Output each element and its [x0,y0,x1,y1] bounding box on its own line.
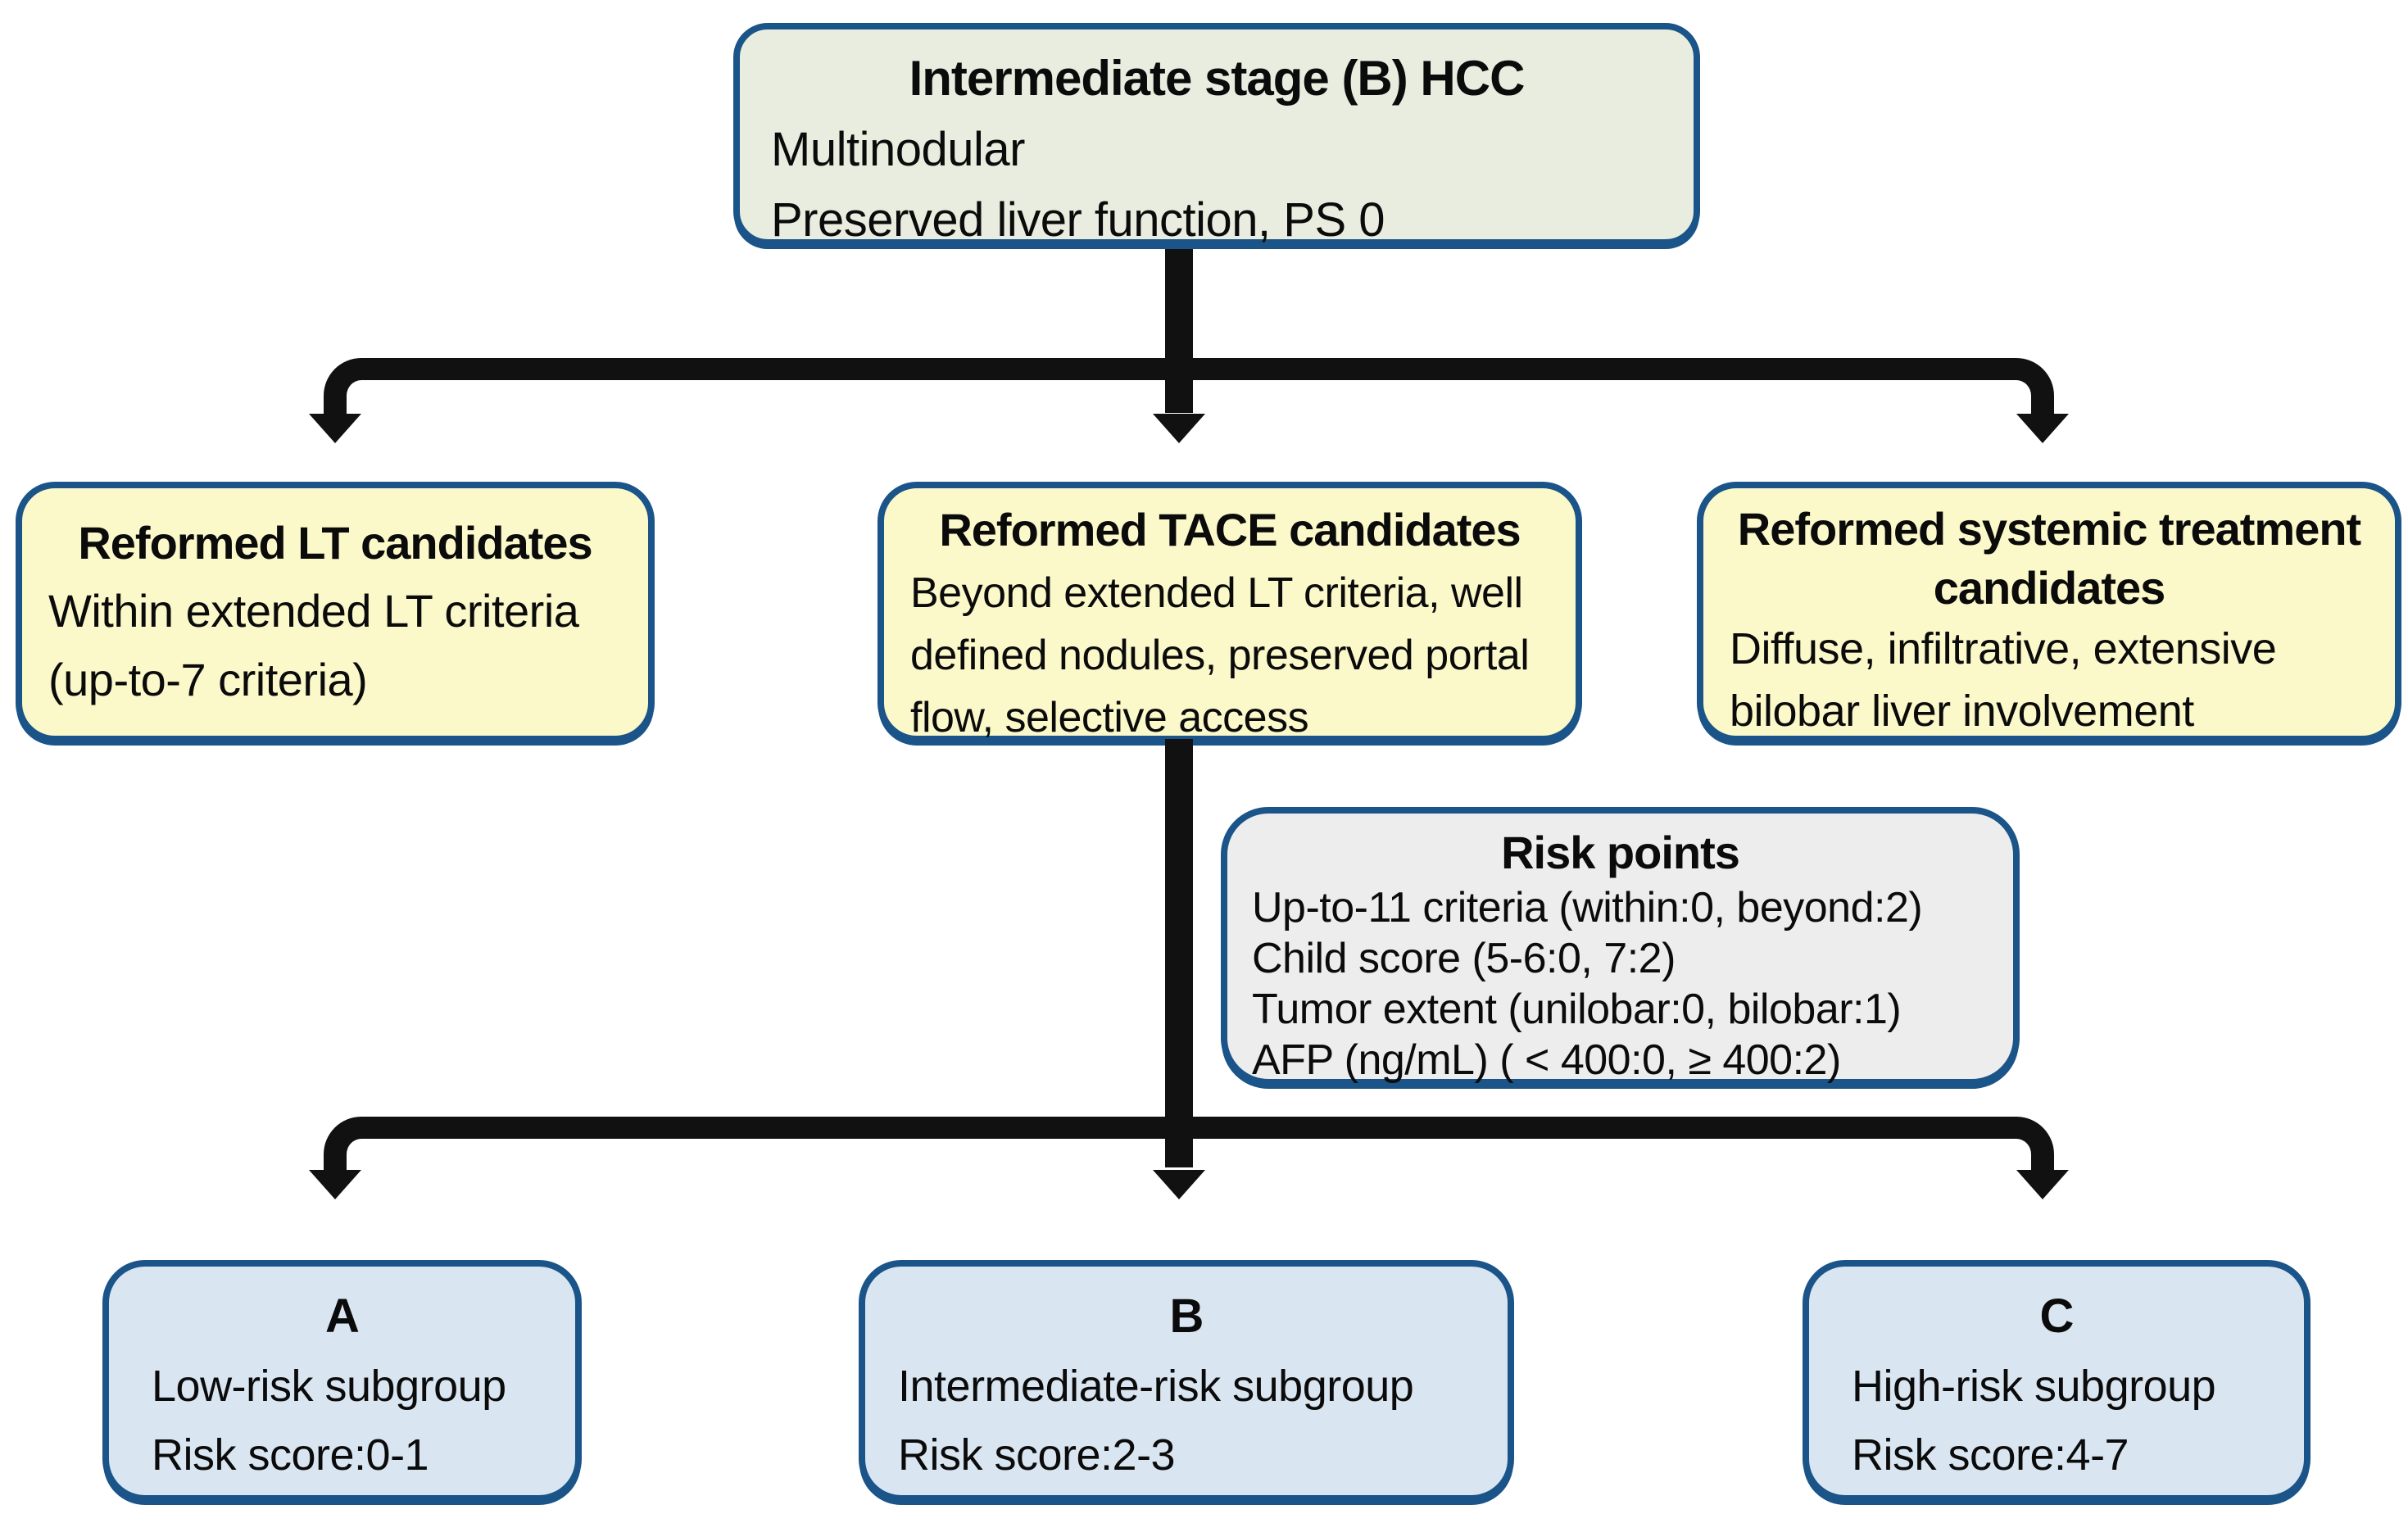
subgroup-b-score: Risk score:2-3 [898,1430,1176,1480]
arrow-down-to-tace-icon [1153,414,1205,443]
systemic-title-line-1: Reformed systemic treatment [1737,503,2361,555]
risk-points-title: Risk points [1501,827,1740,878]
arrow-down-to-systemic-icon [2016,414,2069,443]
subgroup-b-label: B [1169,1290,1204,1343]
subgroup-c-label: C [2039,1290,2075,1343]
arrow-down-to-subgroup-a-icon [309,1170,361,1199]
node-reformed-tace-candidates: Reformed TACE candidates Beyond extended… [877,482,1582,742]
arrow-down-to-subgroup-b-icon [1153,1170,1205,1199]
systemic-line-1: Diffuse, infiltrative, extensive [1730,624,2277,673]
node-reformed-systemic-candidates: Reformed systemic treatment candidates D… [1697,482,2401,742]
tace-line-1: Beyond extended LT criteria, well [910,569,1523,617]
node-subgroup-b-intermediate-risk: B Intermediate-risk subgroup Risk score:… [859,1260,1514,1502]
subgroup-a-name: Low-risk subgroup [152,1362,506,1411]
root-title: Intermediate stage (B) HCC [909,51,1526,106]
lt-line-criteria: Within extended LT criteria [48,585,579,637]
lt-title: Reformed LT candidates [78,517,592,569]
node-subgroup-a-low-risk: A Low-risk subgroup Risk score:0-1 [102,1260,582,1502]
root-line-multinodular: Multinodular [771,123,1025,176]
node-intermediate-stage-hcc: Intermediate stage (B) HCC Multinodular … [733,23,1700,247]
subgroup-a-label: A [325,1290,360,1343]
subgroup-a-score: Risk score:0-1 [152,1430,429,1480]
node-reformed-lt-candidates: Reformed LT candidates Within extended L… [16,482,655,742]
root-stem-connector [1165,249,1193,413]
tace-title: Reformed TACE candidates [939,504,1521,555]
node-risk-points: Risk points Up-to-11 criteria (within:0,… [1221,807,2020,1086]
arrow-down-to-lt-icon [309,414,361,443]
risk-line-child-score: Child score (5-6:0, 7:2) [1252,935,1676,982]
risk-line-tumor-extent: Tumor extent (unilobar:0, bilobar:1) [1252,986,1902,1033]
risk-line-up-to-11: Up-to-11 criteria (within:0, beyond:2) [1252,884,1923,931]
tace-stem-connector [1165,739,1193,1167]
subgroup-c-name: High-risk subgroup [1852,1362,2216,1411]
arrow-down-to-subgroup-c-icon [2016,1170,2069,1199]
risk-line-afp: AFP (ng/mL) ( < 400:0, ≥ 400:2) [1252,1036,1841,1084]
bottom-branch-bar [324,1117,2054,1174]
root-line-liver-function: Preserved liver function, PS 0 [771,193,1385,247]
top-branch-bar [324,358,2054,415]
tace-line-2: defined nodules, preserved portal [910,632,1530,679]
node-subgroup-c-high-risk: C High-risk subgroup Risk score:4-7 [1803,1260,2311,1502]
lt-line-up-to-7: (up-to-7 criteria) [48,654,368,705]
systemic-line-2: bilobar liver involvement [1730,687,2194,736]
tace-line-3: flow, selective access [910,694,1309,741]
systemic-title-line-2: candidates [1933,562,2166,614]
subgroup-b-name: Intermediate-risk subgroup [898,1362,1414,1411]
subgroup-c-score: Risk score:4-7 [1852,1430,2129,1480]
